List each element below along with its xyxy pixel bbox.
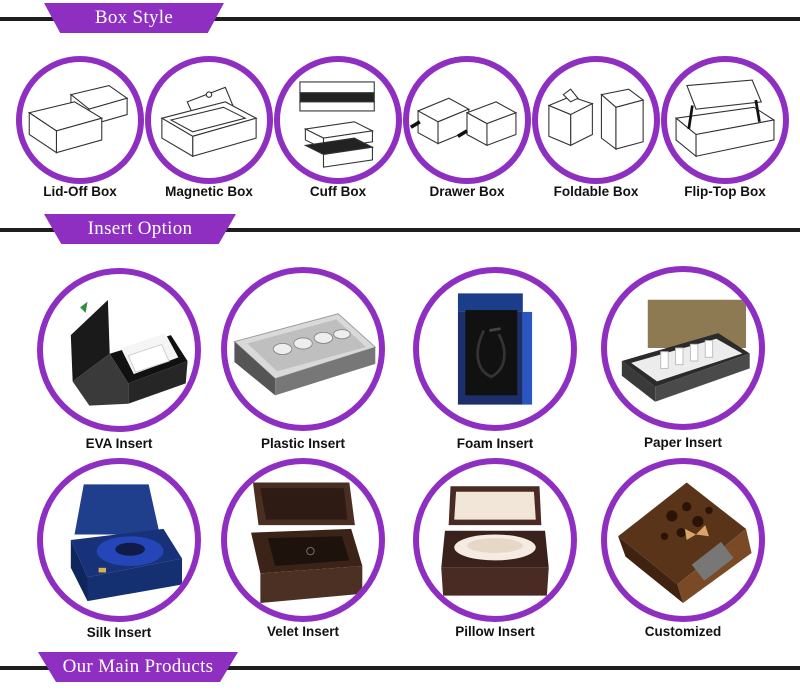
- velet-insert-image: [221, 458, 385, 622]
- customized-insert-image: [601, 458, 765, 622]
- foam-insert-label: Foam Insert: [456, 436, 534, 451]
- cuff-box-label: Cuff Box: [309, 184, 367, 199]
- velet-insert-label: Velet Insert: [266, 624, 340, 639]
- pillow-insert-label: Pillow Insert: [455, 624, 535, 639]
- cuff-box-icon: [274, 56, 402, 184]
- flip-top-box-label: Flip-Top Box: [684, 184, 766, 199]
- plastic-insert-label: Plastic Insert: [260, 436, 346, 451]
- eva-insert-label: EVA Insert: [85, 436, 153, 451]
- section-rule: [0, 228, 800, 232]
- insert-option-banner: Insert Option: [44, 214, 236, 244]
- lid-off-box-label: Lid-Off Box: [43, 184, 117, 199]
- paper-insert-image: [601, 266, 765, 430]
- section-rule: [0, 666, 800, 670]
- drawer-box-label: Drawer Box: [429, 184, 505, 199]
- section-rule: [0, 17, 800, 21]
- paper-insert-label: Paper Insert: [643, 435, 723, 450]
- flip-top-box-icon: [661, 56, 789, 184]
- customized-label: Customized: [644, 624, 722, 639]
- box-style-banner: Box Style: [44, 3, 224, 33]
- main-products-banner: Our Main Products: [38, 652, 238, 682]
- drawer-box-icon: [403, 56, 531, 184]
- foldable-box-icon: [532, 56, 660, 184]
- insert-option-header: Insert Option: [0, 214, 800, 244]
- eva-insert-image: [37, 268, 201, 432]
- main-products-title: Our Main Products: [62, 656, 214, 677]
- silk-insert-label: Silk Insert: [86, 625, 152, 640]
- box-style-title: Box Style: [94, 7, 174, 28]
- box-style-header: Box Style: [0, 3, 800, 33]
- magnetic-box-icon: [145, 56, 273, 184]
- lid-off-box-icon: [16, 56, 144, 184]
- magnetic-box-label: Magnetic Box: [165, 184, 253, 199]
- pillow-insert-image: [413, 458, 577, 622]
- main-products-header: Our Main Products: [0, 652, 800, 682]
- silk-insert-image: [37, 458, 201, 622]
- plastic-insert-image: [221, 267, 385, 431]
- insert-option-title: Insert Option: [87, 218, 193, 239]
- foam-insert-image: [413, 267, 577, 431]
- foldable-box-label: Foldable Box: [553, 184, 639, 199]
